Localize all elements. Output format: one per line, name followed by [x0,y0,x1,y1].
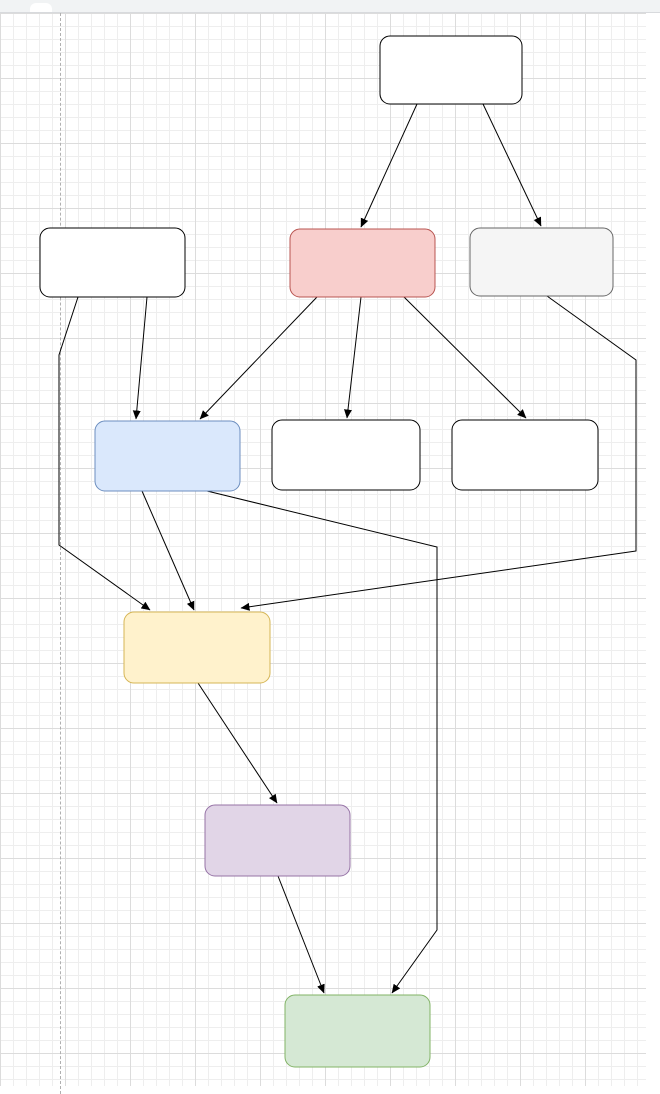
node-yellow[interactable] [123,611,271,684]
edge-yellow-to-purple[interactable] [197,682,278,804]
browser-tab-fragment [30,3,52,12]
node-purple[interactable] [204,804,351,877]
grid-background [0,13,646,1086]
node-right-white[interactable] [451,419,599,491]
node-left-white[interactable] [39,227,186,298]
edge-blue-to-yellow[interactable] [141,490,195,611]
edges-layer [58,103,637,994]
page-boundary-guide [60,13,61,1094]
edge-blue-to-green[interactable] [206,490,438,994]
node-top-white[interactable] [379,35,523,105]
edge-red-to-mid-white[interactable] [344,296,362,419]
edge-top-white-to-red[interactable] [360,103,418,228]
edge-purple-to-green[interactable] [277,875,325,994]
node-blue[interactable] [94,420,241,492]
edge-gray-to-yellow[interactable] [240,295,637,611]
browser-chrome-strip [0,0,660,13]
node-green[interactable] [284,994,431,1068]
edge-left-white-to-yellow[interactable] [58,296,151,611]
node-red[interactable] [289,228,436,298]
edge-top-white-to-gray[interactable] [482,103,542,227]
nodes-layer [39,35,614,1068]
edge-red-to-right-white[interactable] [403,296,527,419]
node-gray[interactable] [469,227,614,297]
edge-red-to-blue[interactable] [199,296,318,420]
node-mid-white[interactable] [271,419,421,491]
edge-left-white-to-blue[interactable] [132,296,148,420]
